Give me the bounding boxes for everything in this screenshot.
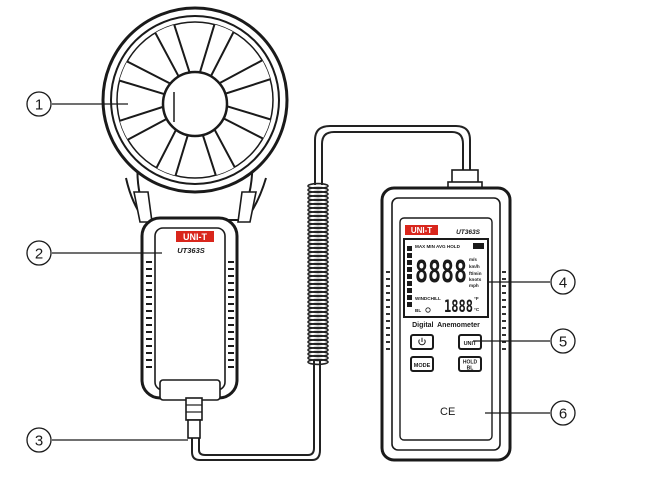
lcd-temp-c: °C [474, 307, 480, 312]
lcd-sub-digits: 1888 [444, 297, 473, 317]
lcd-bar-segment [407, 295, 412, 300]
lcd-bar-segment [407, 302, 412, 307]
lcd-unit-mph: mph [469, 283, 479, 288]
lcd-bar-segment [407, 260, 412, 265]
lcd-unit-ftmin: ft/min [469, 271, 482, 276]
lcd-power-symbol [425, 307, 431, 313]
lcd-mode-labels: MAX MIN AVG HOLD [415, 244, 461, 249]
callout-6: 6 [550, 400, 576, 426]
callout-1-label: 1 [35, 97, 43, 114]
callouts [52, 103, 550, 441]
power-icon [418, 337, 426, 346]
meter-brand-badge [405, 225, 438, 235]
lcd-bar-segment [407, 267, 412, 272]
hold-bl-button[interactable]: HOLD BL [458, 356, 482, 372]
lcd-unit-knots: knots [469, 277, 482, 282]
meter-brand-text: UNI-T [411, 226, 432, 235]
lcd-bar-segment [407, 253, 412, 258]
probe-brand-badge [176, 231, 214, 242]
mode-button-label: MODE [414, 363, 431, 369]
probe-model-text: UT363S [177, 246, 205, 255]
fan-hub [161, 70, 229, 138]
hold-button-label-line2: BL [467, 366, 474, 372]
coiled-cable [307, 182, 329, 366]
power-button[interactable] [410, 334, 434, 350]
unit-button[interactable]: UNIT [458, 334, 482, 350]
callout-2: 2 [26, 240, 52, 266]
lcd-unit-ms: m/s [469, 257, 477, 262]
callout-1: 1 [26, 91, 52, 117]
lcd-main-digits: 8888 [415, 255, 467, 290]
probe: UNI-T UT363S [101, 6, 289, 439]
meter-model-text: UT363S [456, 229, 481, 236]
callout-3: 3 [26, 427, 52, 453]
unit-button-label: UNIT [464, 341, 477, 347]
ce-mark: CE [440, 406, 455, 418]
probe-brand-text: UNI-T [183, 232, 207, 242]
lcd-bar-segment [407, 246, 412, 251]
mode-button[interactable]: MODE [410, 356, 434, 372]
meter-body: UNI-T UT363S MAX MIN AVG HOLD 8888 m/s k… [380, 169, 512, 462]
hold-button-label-line1: HOLD [463, 360, 478, 366]
lcd-bar-segment [407, 288, 412, 293]
lcd-bl: BL [415, 308, 421, 313]
lcd-display [403, 238, 489, 318]
callout-4: 4 [550, 269, 576, 295]
lcd-unit-kmh: km/h [469, 264, 480, 269]
callout-2-label: 2 [35, 246, 43, 263]
lcd-windchill: WINDCHILL [415, 296, 441, 301]
handle-grip-ribs [146, 261, 234, 368]
callout-5-label: 5 [559, 334, 567, 351]
callout-3-label: 3 [35, 433, 43, 450]
lcd-temp-f: °F [474, 296, 479, 301]
meter-product-name: Digital Anemometer [412, 322, 480, 329]
lcd-bar-segment [407, 274, 412, 279]
lcd-bargraph [407, 246, 412, 307]
lcd-bar-segment [407, 281, 412, 286]
coil-loop [307, 358, 329, 366]
callout-4-label: 4 [559, 275, 567, 292]
sensor-cable [191, 125, 471, 461]
meter-side-ribs [386, 271, 506, 350]
callout-5: 5 [550, 328, 576, 354]
callout-6-label: 6 [559, 406, 567, 423]
